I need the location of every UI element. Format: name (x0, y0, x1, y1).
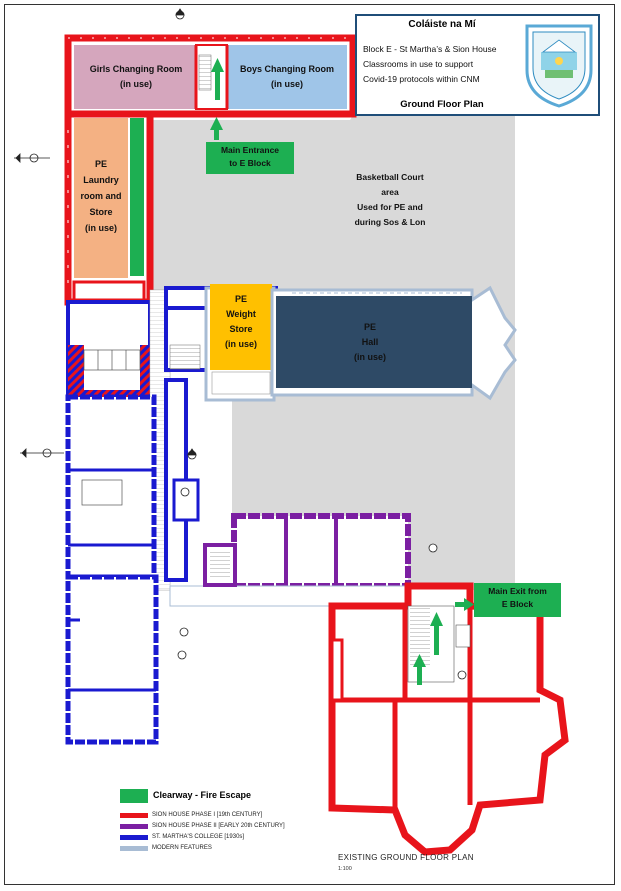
school-name: Coláiste na Mí (408, 19, 476, 30)
laundry-line-3: room and (80, 191, 122, 201)
clearway-swatch (120, 789, 148, 803)
legend-item-phase2: SION HOUSE PHASE II [EARLY 20th CENTURY] (152, 823, 285, 829)
pe-hall-label: PE Hall (in use) (330, 320, 410, 365)
plan-title: EXISTING GROUND FLOOR PLAN (338, 853, 474, 862)
pe-hall-line-2: Hall (361, 337, 379, 347)
main-exit-line-2: E Block (501, 599, 534, 609)
weight-store-line-4: (in use) (224, 339, 257, 349)
pe-hall-line-1: PE (363, 322, 376, 332)
girls-changing-room-label: Girls Changing Room (in use) (78, 62, 194, 92)
clearway-arrows (210, 58, 474, 685)
girls-changing-room-fill (74, 45, 196, 109)
school-crest-icon (525, 24, 593, 108)
laundry-wing (64, 110, 154, 306)
toilet-block (66, 300, 152, 399)
girls-changing-room-name: Girls Changing Room (89, 64, 183, 74)
main-entrance-callout: Main Entrance to E Block (206, 142, 294, 174)
boys-changing-room-status: (in use) (270, 79, 303, 89)
west-clearway (130, 118, 144, 276)
plan-scale: 1:100 (338, 866, 352, 872)
changing-block (64, 34, 357, 118)
court-line-3: Used for PE and (357, 202, 423, 212)
legend-item-modern: MODERN FEATURES (152, 845, 212, 851)
page-frame (4, 4, 615, 885)
legend-martha-label: ST. MARTHA'S COLLEGE [1930s] (152, 834, 245, 840)
section-markers (14, 8, 467, 680)
court-line-4: during Sos & Lon (354, 217, 426, 227)
boys-changing-room-label: Boys Changing Room (in use) (229, 62, 345, 92)
weight-store-label: PE Weight Store (in use) (210, 292, 272, 352)
clearway-label: Clearway - Fire Escape (153, 790, 252, 800)
plan-name: Ground Floor Plan (400, 99, 484, 110)
sion-phase1-house (328, 582, 569, 856)
boys-changing-room-name: Boys Changing Room (240, 64, 334, 74)
sion-phase2-wing (169, 513, 411, 607)
laundry-room-fill (74, 118, 128, 278)
legend-modern-label: MODERN FEATURES (152, 845, 212, 851)
laundry-line-4: Store (89, 207, 113, 217)
girls-changing-room-status: (in use) (119, 79, 152, 89)
block-description: Block E - St Martha’s & Sion House (363, 44, 497, 54)
weight-store-line-2: Weight (226, 309, 256, 319)
pe-hall-line-3: (in use) (353, 352, 386, 362)
title-box: Coláiste na Mí Block E - St Martha’s & S… (355, 14, 600, 116)
weight-store-fill (210, 284, 272, 370)
laundry-line-5: (in use) (84, 223, 117, 233)
boys-changing-room-fill (227, 45, 347, 109)
main-entrance-line-2: to E Block (229, 158, 271, 168)
court-line-2: area (381, 187, 399, 197)
court-line-1: Basketball Court (356, 172, 424, 182)
weight-store-line-1: PE (234, 294, 247, 304)
laundry-line-2: Laundry (83, 175, 119, 185)
st-marthas-wing (65, 288, 210, 745)
main-exit-callout: Main Exit from E Block (474, 583, 561, 617)
main-exit-line-1: Main Exit from (488, 586, 547, 596)
laundry-line-1: PE (94, 159, 107, 169)
description-line-2: Classrooms in use to support (363, 59, 474, 69)
legend-item-phase1: SION HOUSE PHASE I [19th CENTURY] (152, 812, 262, 818)
legend-swatches (120, 813, 148, 851)
weight-store-line-3: Store (229, 324, 253, 334)
laundry-room-label: PE Laundry room and Store (in use) (74, 156, 128, 236)
legend-phase2-label: SION HOUSE PHASE II [EARLY 20th CENTURY] (152, 823, 285, 829)
main-entrance-line-1: Main Entrance (220, 145, 280, 155)
basketball-court-label: Basketball Court area Used for PE and du… (320, 170, 460, 230)
pe-hall-fill (276, 296, 472, 388)
legend-item-martha: ST. MARTHA'S COLLEGE [1930s] (152, 834, 244, 840)
pe-hall-block (164, 284, 517, 402)
legend-phase1-label: SION HOUSE PHASE I [19th CENTURY] (152, 812, 263, 818)
description-line-3: Covid-19 protocols within CNM (363, 74, 480, 84)
